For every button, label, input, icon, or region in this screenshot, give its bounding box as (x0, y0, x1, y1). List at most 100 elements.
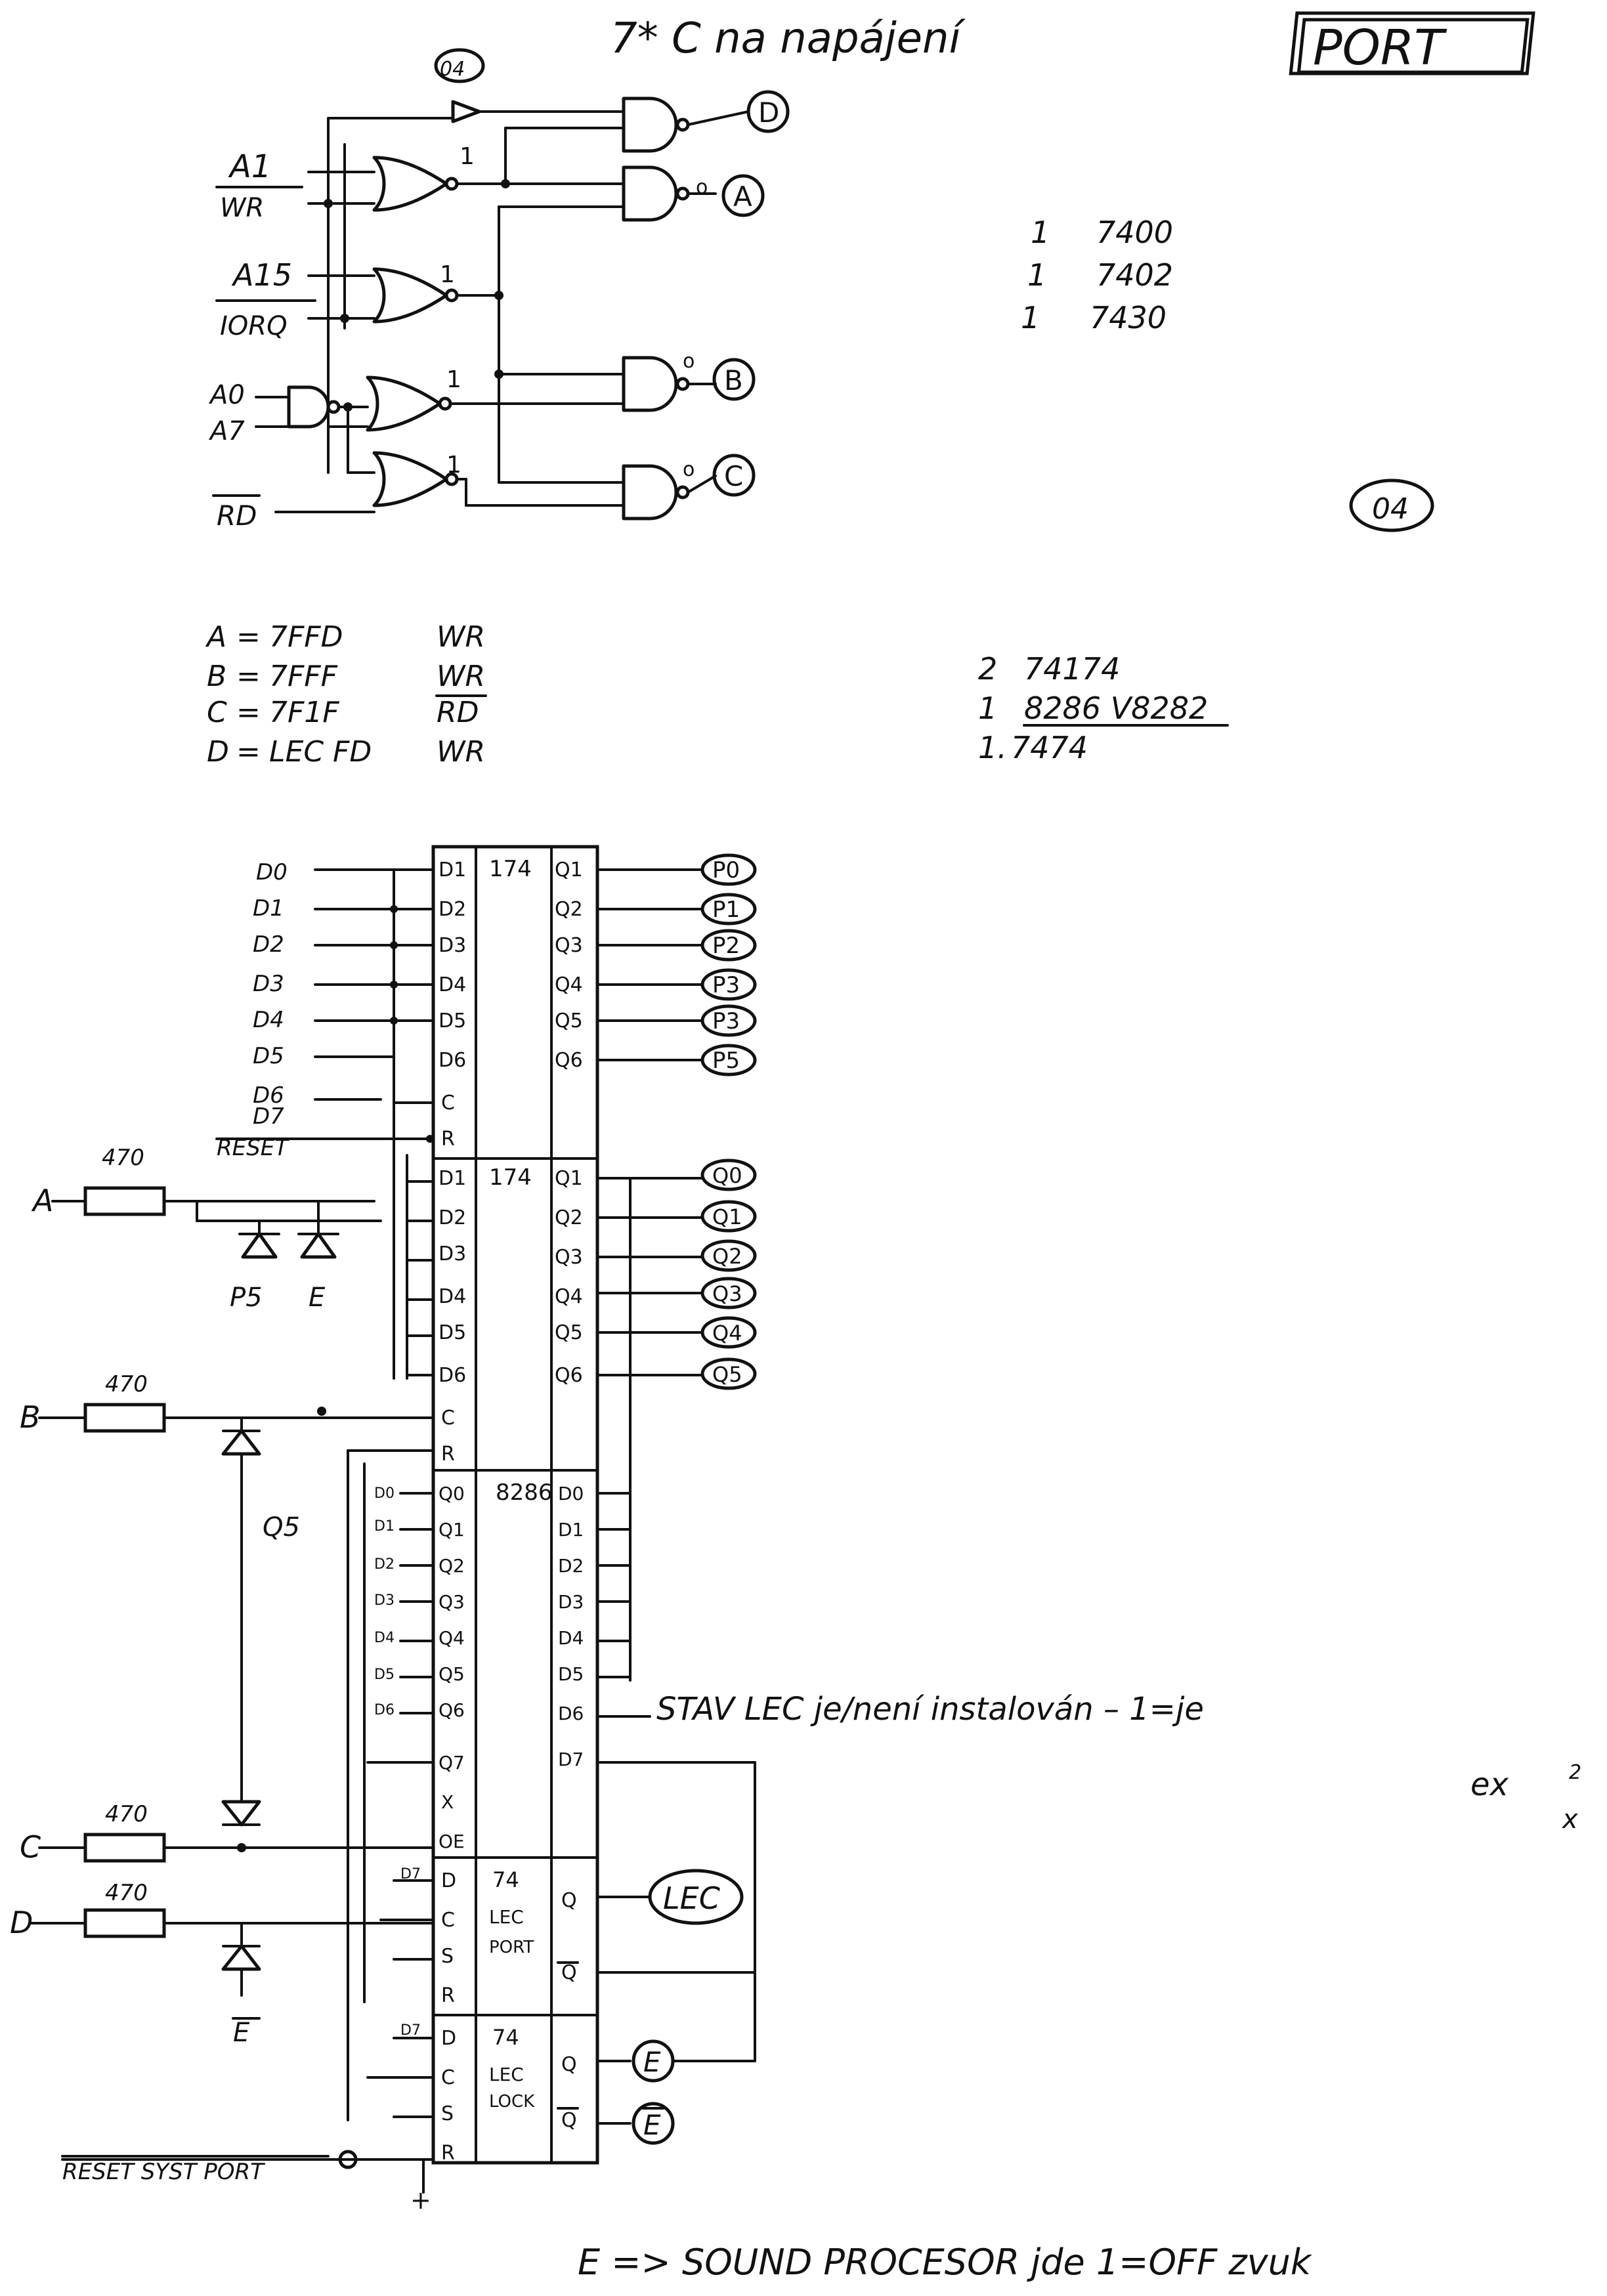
svg-text:7402: 7402 (1096, 257, 1173, 293)
svg-text:A: A (205, 620, 226, 654)
svg-text:LEC FD: LEC FD (269, 735, 372, 769)
e-output: E (643, 2046, 661, 2078)
svg-text:D5: D5 (374, 1667, 395, 1683)
latch1-name: 174 (489, 856, 532, 882)
lec-output: LEC (663, 1881, 720, 1916)
svg-text:7FFD: 7FFD (269, 620, 343, 654)
svg-text:1: 1 (1027, 257, 1046, 293)
q-out-4: Q4 (712, 1321, 742, 1346)
svg-text:Q6: Q6 (439, 1699, 465, 1721)
input-section: A 470 P5 E B 470 Q5 C 470 (10, 1145, 435, 2048)
latch2-name: 174 (489, 1164, 532, 1191)
latch1-74174: 174 D1 D2 D3 D4 D5 D6 C R Q1 Q2 Q3 Q4 Q5… (215, 853, 757, 1380)
svg-text:Q4: Q4 (555, 1285, 583, 1308)
parts-list-mid: 2 74174 1 8286 V8282 1. 7474 (978, 651, 1229, 765)
port-title-box: PORT (1289, 11, 1535, 76)
svg-text:Q2: Q2 (555, 898, 583, 921)
ff-lec-lock: 74 LEC LOCK D C S R Q Q D7 E E (366, 1761, 756, 2165)
decoder-input-a0: A0 (208, 380, 245, 410)
svg-text:D6: D6 (439, 1364, 466, 1387)
svg-text:=: = (236, 660, 261, 693)
bus-d4: D4 (253, 1007, 284, 1033)
p-out-0: P0 (712, 857, 740, 883)
p-out-4: P3 (712, 1008, 740, 1034)
bottom-note: E => SOUND PROCESOR jde 1=OFF zvuk (578, 2242, 1313, 2283)
svg-text:Q5: Q5 (555, 1321, 583, 1344)
input-c: C (20, 1829, 41, 1865)
svg-text:C: C (441, 1407, 455, 1430)
svg-text:R: R (441, 1984, 455, 2007)
svg-text:R: R (441, 1128, 455, 1151)
svg-text:LOCK: LOCK (489, 2092, 535, 2112)
svg-text:=: = (236, 696, 261, 729)
svg-text:D6: D6 (439, 1049, 466, 1072)
svg-text:Q4: Q4 (439, 1627, 465, 1649)
svg-text:Q: Q (561, 2053, 577, 2076)
svg-text:LEC: LEC (489, 2064, 524, 2085)
res-b: 470 (105, 1371, 148, 1397)
parts-list-top: 1 7400 1 7402 1 7430 (1021, 215, 1173, 335)
svg-text:1: 1 (978, 691, 997, 726)
svg-text:Q: Q (561, 2109, 577, 2132)
svg-text:Q3: Q3 (555, 934, 583, 957)
svg-text:WR: WR (437, 735, 485, 769)
svg-text:7FFF: 7FFF (269, 660, 338, 693)
svg-text:D6: D6 (374, 1702, 395, 1718)
svg-text:D2: D2 (558, 1555, 584, 1577)
svg-text:D2: D2 (374, 1556, 395, 1573)
svg-text:D6: D6 (558, 1703, 584, 1724)
svg-text:R: R (441, 1443, 455, 1466)
decoder-input-iorq: IORQ (220, 311, 288, 341)
svg-text:S: S (441, 1945, 454, 1968)
svg-text:RD: RD (437, 696, 479, 729)
svg-text:Q1: Q1 (555, 1167, 583, 1190)
svg-text:=: = (236, 620, 261, 654)
svg-text:7474: 7474 (1011, 730, 1088, 765)
q-out-1: Q1 (712, 1204, 742, 1229)
status-note: STAV LEC je/není instalován – 1=je (656, 1691, 1204, 1728)
input-b: B (20, 1399, 41, 1435)
svg-text:D7: D7 (400, 2022, 421, 2039)
svg-text:ex: ex (1470, 1766, 1509, 1803)
bus-d6: D6 (253, 1082, 284, 1109)
svg-text:D1: D1 (439, 859, 466, 882)
svg-text:D4: D4 (439, 973, 466, 996)
bus-d1: D1 (253, 895, 284, 922)
svg-text:D4: D4 (439, 1285, 466, 1308)
svg-text:+: + (410, 2186, 431, 2215)
svg-text:1: 1 (1031, 215, 1050, 250)
nand-b-mark: o (683, 350, 695, 373)
svg-text:LEC: LEC (489, 1906, 524, 1928)
svg-text:D3: D3 (374, 1592, 395, 1609)
svg-text:Q1: Q1 (439, 1519, 465, 1541)
res-c: 470 (105, 1801, 148, 1827)
corner-mark: 04 (1349, 478, 1434, 532)
svg-text:X: X (441, 1791, 454, 1813)
bus-d3: D3 (253, 971, 284, 997)
gate-4-label: 1 (446, 452, 461, 478)
svg-text:D1: D1 (439, 1167, 466, 1190)
decoder-input-wr: WR (220, 193, 264, 223)
svg-text:74174: 74174 (1024, 651, 1120, 687)
svg-text:Q6: Q6 (555, 1364, 583, 1387)
p-out-2: P2 (712, 933, 740, 959)
svg-text:74: 74 (492, 1867, 519, 1892)
q-out-5: Q5 (712, 1362, 742, 1387)
nand-c-mark: o (683, 458, 695, 481)
p-out-3: P3 (712, 972, 740, 998)
svg-text:Q6: Q6 (555, 1049, 583, 1072)
header-note: 7* C na napájení (611, 14, 966, 63)
svg-text:7430: 7430 (1090, 300, 1167, 335)
svg-text:7400: 7400 (1096, 215, 1173, 250)
svg-text:04: 04 (1372, 492, 1409, 526)
buffer-name: 8286 (496, 1479, 553, 1506)
latch2-74174: 174 D1 D2 D3 D4 D5 D6 C R Q1 Q2 Q3 Q4 Q5… (406, 1154, 757, 1682)
svg-text:Q1: Q1 (555, 859, 583, 882)
decoder-input-a1: A1 (228, 148, 271, 185)
reset-syst-port: RESET SYST PORT + (61, 2150, 435, 2215)
svg-text:OE: OE (439, 1831, 465, 1852)
input-a: A (31, 1183, 53, 1218)
svg-text:S: S (441, 2102, 454, 2125)
res-a: 470 (102, 1145, 144, 1171)
ff-lec-port: 74 LEC PORT D C S R Q Q D7 LEC (379, 1866, 756, 2007)
